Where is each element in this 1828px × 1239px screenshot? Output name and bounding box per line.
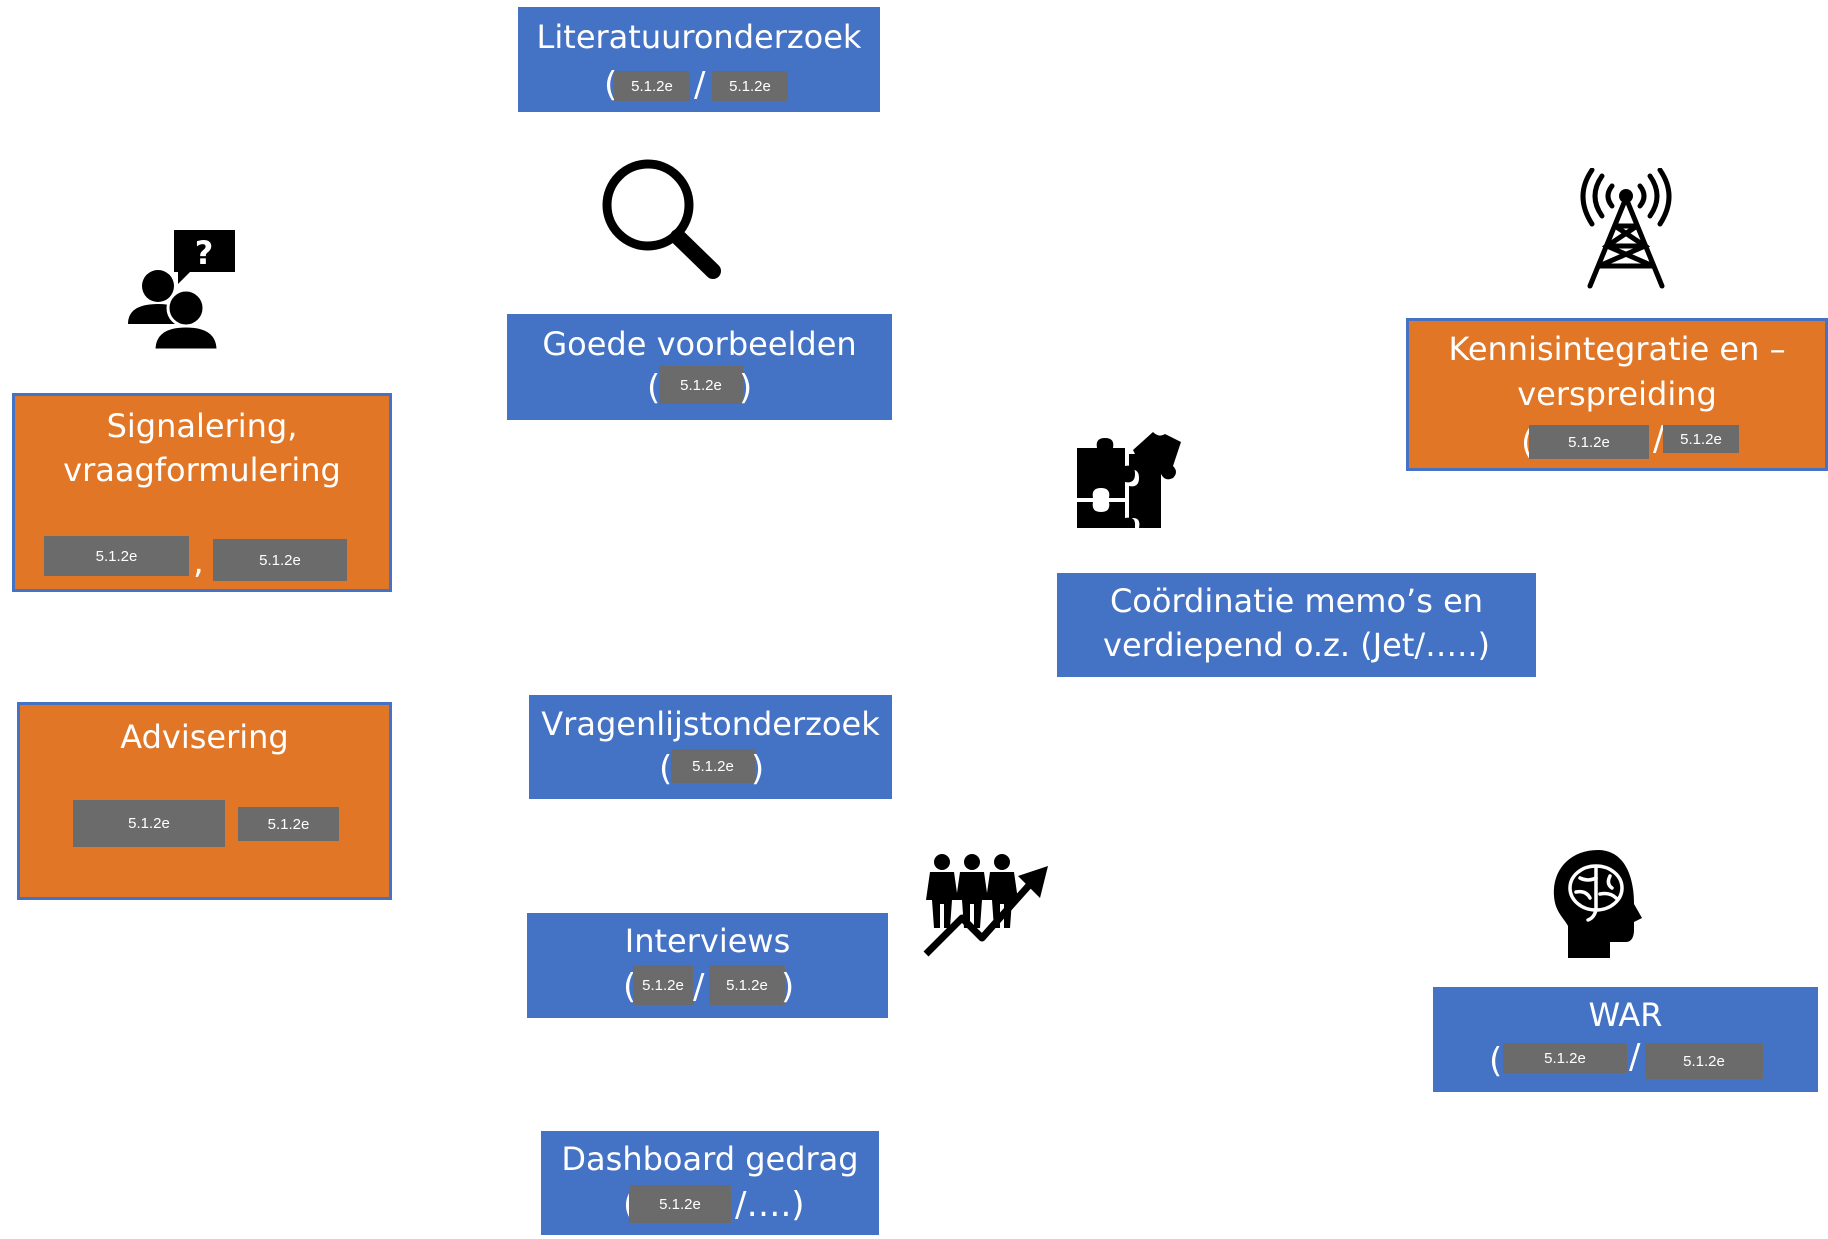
open-paren: ( [604,65,618,105]
vragenlijstonderzoek-box: Vragenlijstonderzoek ( 5.1.2e ) [529,695,892,799]
redaction: 5.1.2e [213,539,347,581]
redaction: 5.1.2e [709,965,785,1005]
redaction: 5.1.2e [238,807,339,841]
vragenlijstonderzoek-title: Vragenlijstonderzoek [541,705,880,743]
svg-text:?: ? [195,234,214,272]
goede-voorbeelden-title: Goede voorbeelden [542,325,857,363]
literatuuronderzoek-box: Literatuuronderzoek ( 5.1.2e / 5.1.2e [518,7,880,112]
coordinatie-box: Coördinatie memo’s en verdiepend o.z. (J… [1057,573,1536,677]
team-growth-icon [923,854,1048,957]
dashboard-gedrag-title: Dashboard gedrag [561,1140,859,1178]
interviews-title: Interviews [624,922,791,960]
redaction: 5.1.2e [44,536,189,576]
redaction: 5.1.2e [633,965,693,1005]
advisering-box: Advisering 5.1.2e 5.1.2e [17,702,392,900]
redaction: 5.1.2e [671,749,755,783]
redaction: 5.1.2e [629,1185,731,1223]
separator: / [694,65,706,105]
close-paren: ) [739,368,753,408]
separator: / [693,967,705,1007]
redaction: 5.1.2e [659,366,743,404]
people-question-icon: ? [128,230,235,350]
coordinatie-line2: verdiepend o.z. (Jet/…..) [1103,626,1490,664]
interviews-box: Interviews ( 5.1.2e / 5.1.2e ) [527,913,888,1018]
separator: / [1629,1037,1641,1077]
war-box: WAR ( 5.1.2e / 5.1.2e [1433,987,1818,1092]
open-paren: ( [623,967,637,1007]
advisering-title: Advisering [120,718,289,756]
kennisintegratie-box: Kennisintegratie en – verspreiding ( 5.1… [1406,318,1828,471]
kennisintegratie-line1: Kennisintegratie en – [1448,330,1786,368]
brain-head-icon [1553,850,1642,958]
separator: , [193,542,204,582]
close-paren: ) [751,749,765,789]
redaction: 5.1.2e [1503,1043,1627,1073]
goede-voorbeelden-box: Goede voorbeelden ( 5.1.2e ) [507,314,892,420]
literatuuronderzoek-title: Literatuuronderzoek [536,18,862,56]
redaction: 5.1.2e [1645,1043,1763,1079]
redaction: 5.1.2e [1663,425,1739,453]
antenna-tower-icon [1580,168,1672,289]
separator: / [1653,419,1665,459]
dashboard-tail: /….) [735,1185,805,1225]
search-icon [602,159,721,279]
redaction: 5.1.2e [1529,425,1649,459]
war-title: WAR [1588,996,1663,1034]
redaction: 5.1.2e [73,800,225,847]
signalering-line1: Signalering, [106,407,298,445]
kennisintegratie-line2: verspreiding [1517,375,1717,413]
signalering-line2: vraagformulering [63,451,341,489]
puzzle-icon [1077,432,1181,528]
close-paren: ) [781,967,795,1007]
open-paren: ( [659,749,673,789]
open-paren: ( [1489,1041,1503,1081]
signalering-box: Signalering, vraagformulering 5.1.2e , 5… [12,393,392,592]
open-paren: ( [647,368,661,408]
coordinatie-line1: Coördinatie memo’s en [1109,582,1484,620]
redaction: 5.1.2e [614,71,690,101]
dashboard-gedrag-box: Dashboard gedrag ( 5.1.2e /….) [541,1131,879,1235]
redaction: 5.1.2e [712,71,788,101]
